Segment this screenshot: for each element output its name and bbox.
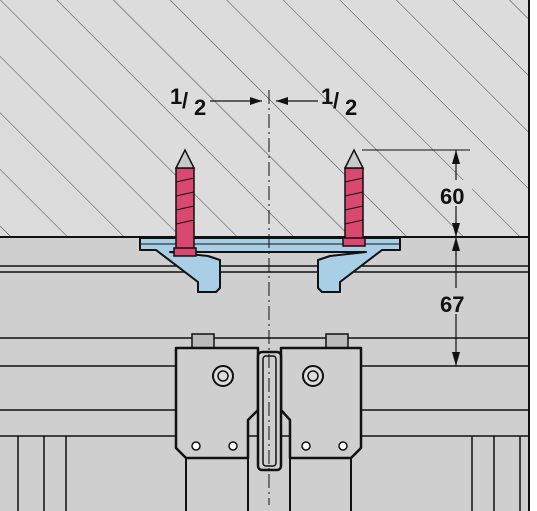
anchor-plug-left <box>173 148 197 257</box>
hanger-assembly <box>174 333 363 511</box>
svg-text:1: 1 <box>170 84 182 109</box>
anchor-plug-right <box>342 148 366 247</box>
dimension-60-label: 60 <box>440 184 464 209</box>
half-spacing-dimension <box>210 97 318 105</box>
svg-text:/: / <box>333 88 339 113</box>
wall-section <box>0 0 529 237</box>
svg-text:/: / <box>182 88 188 113</box>
half-label-left: 1 / 2 <box>170 84 206 120</box>
vertical-dimension <box>362 149 472 367</box>
svg-text:2: 2 <box>194 95 206 120</box>
dimension-67-label: 67 <box>440 292 464 317</box>
svg-text:1: 1 <box>321 84 333 109</box>
half-label-right: 1 / 2 <box>321 84 357 120</box>
svg-text:2: 2 <box>345 95 357 120</box>
